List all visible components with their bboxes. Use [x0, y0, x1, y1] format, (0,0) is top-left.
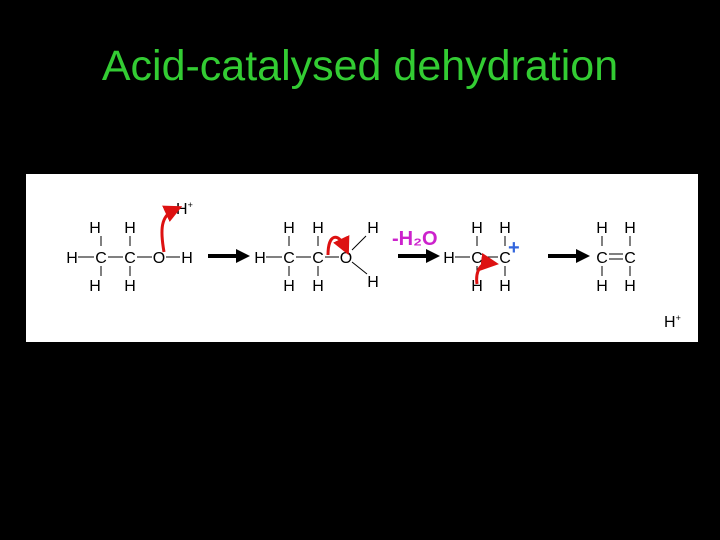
- atom-c: C: [283, 250, 295, 267]
- atom-h: H: [499, 278, 511, 295]
- regenerated-proton-label: H+: [664, 313, 681, 331]
- mechanism-diagram: H H H C C O H H H H+ H H H C C O H H H H: [66, 200, 681, 331]
- atom-o: O: [153, 250, 165, 267]
- proton-transfer-arrow: [160, 205, 183, 253]
- atom-h: H: [367, 274, 379, 291]
- atom-c: C: [95, 250, 107, 267]
- atom-c: C: [596, 250, 608, 267]
- slide-title: Acid-catalysed dehydration: [101, 42, 619, 90]
- positive-charge-icon: +: [508, 237, 520, 259]
- reaction-arrow: [398, 249, 440, 263]
- atom-h: H: [312, 220, 324, 237]
- atom-h: H: [443, 250, 455, 267]
- atom-h: H: [89, 278, 101, 295]
- atom-c: C: [499, 250, 511, 267]
- atom-h: H: [367, 220, 379, 237]
- atom-c: C: [471, 250, 483, 267]
- ethene-molecule: H H C C H H: [596, 220, 636, 295]
- atom-h: H: [596, 278, 608, 295]
- atom-h: H: [283, 278, 295, 295]
- mechanism-panel: H H H C C O H H H H+ H H H C C O H H H H: [26, 174, 698, 342]
- atom-h: H: [124, 278, 136, 295]
- elimination-arrow: [475, 252, 499, 285]
- atom-c: C: [124, 250, 136, 267]
- atom-h: H: [624, 278, 636, 295]
- proton-label: H+: [176, 200, 193, 218]
- atom-h: H: [596, 220, 608, 237]
- reaction-arrow: [548, 249, 590, 263]
- atom-h: H: [283, 220, 295, 237]
- protonated-ethanol-molecule: H H H C C O H H H H: [254, 220, 379, 295]
- atom-h: H: [124, 220, 136, 237]
- atom-h: H: [254, 250, 266, 267]
- atom-h: H: [66, 250, 78, 267]
- atom-c: C: [624, 250, 636, 267]
- bond: [351, 261, 368, 275]
- atom-h: H: [181, 250, 193, 267]
- atom-o: O: [340, 250, 352, 267]
- atom-h: H: [471, 278, 483, 295]
- atom-h: H: [471, 220, 483, 237]
- water-loss-label: -H₂O: [392, 228, 438, 250]
- atom-h: H: [89, 220, 101, 237]
- atom-h: H: [624, 220, 636, 237]
- bond: [351, 235, 367, 251]
- ethanol-molecule: H H H C C O H H H: [66, 220, 193, 295]
- atom-h: H: [312, 278, 324, 295]
- reaction-arrow: [208, 249, 250, 263]
- atom-c: C: [312, 250, 324, 267]
- bond-cleavage-arrow: [326, 235, 350, 256]
- atom-h: H: [499, 220, 511, 237]
